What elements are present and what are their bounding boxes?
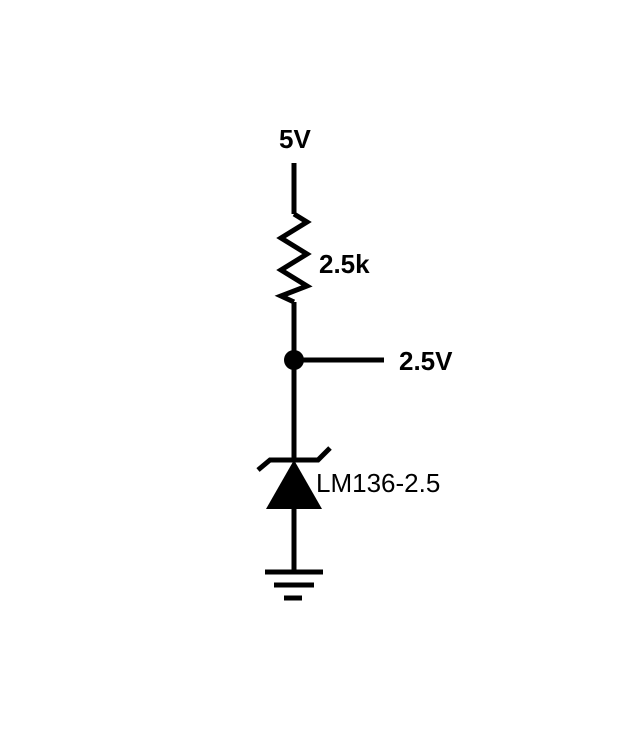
output-voltage-label: 2.5V [399,346,453,376]
reference-part-label: LM136-2.5 [316,468,440,498]
supply-voltage-label: 5V [279,124,311,154]
resistor-symbol [274,211,313,305]
zener-diode-symbol [256,446,332,509]
diode-triangle [266,460,322,509]
resistor-value-label: 2.5k [319,249,370,279]
ground-icon [265,569,323,601]
